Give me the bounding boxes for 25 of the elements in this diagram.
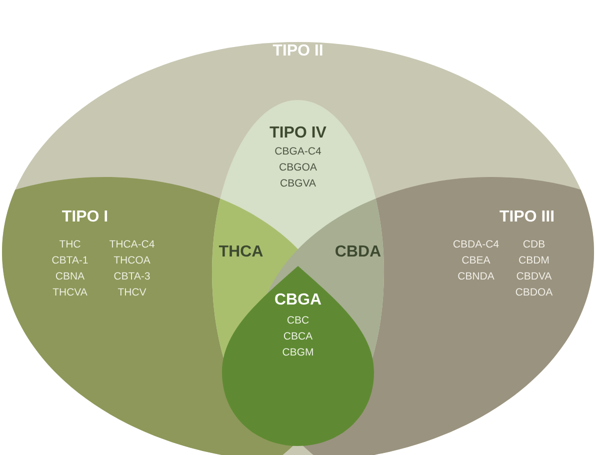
compound-list: CBDA-C4 CBEA CBNDA: [454, 240, 499, 280]
region-title: TIPO I: [62, 210, 108, 222]
node-label: THCVA: [52, 288, 88, 296]
region-title: TIPO II: [272, 44, 322, 56]
compound-list: THCA-C4 THCOA CBTA-3 THCV: [109, 240, 154, 296]
node-label: CBDOA: [516, 288, 553, 296]
overlap-label: THCA: [218, 245, 263, 257]
node-label: CBTA-1: [52, 256, 88, 264]
compound-list: CDB CBDM CBDVA CBDOA: [516, 240, 553, 296]
node-label: CBDM: [519, 256, 549, 264]
node-label: THCOA: [114, 256, 150, 264]
node-label: CBTA-3: [114, 272, 150, 280]
compound-list: CBGA-C4 CBGOA CBGVA: [275, 147, 322, 187]
node-label: CBNA: [56, 272, 85, 280]
region-title: TIPO IV: [270, 126, 326, 138]
region-title: CBGA: [275, 293, 322, 305]
node-label: THC: [59, 240, 80, 248]
node-label: CBDVA: [516, 272, 552, 280]
compound-list: CBC CBCA CBGM: [282, 316, 313, 356]
overlap-label: CBDA: [336, 245, 381, 257]
compound-list: THC CBTA-1 CBNA THCVA: [52, 240, 88, 296]
node-label: THCA-C4: [109, 240, 154, 248]
region-title: TIPO III: [500, 210, 554, 222]
node-label: THCV: [118, 288, 146, 296]
node-label: CDB: [523, 240, 545, 248]
